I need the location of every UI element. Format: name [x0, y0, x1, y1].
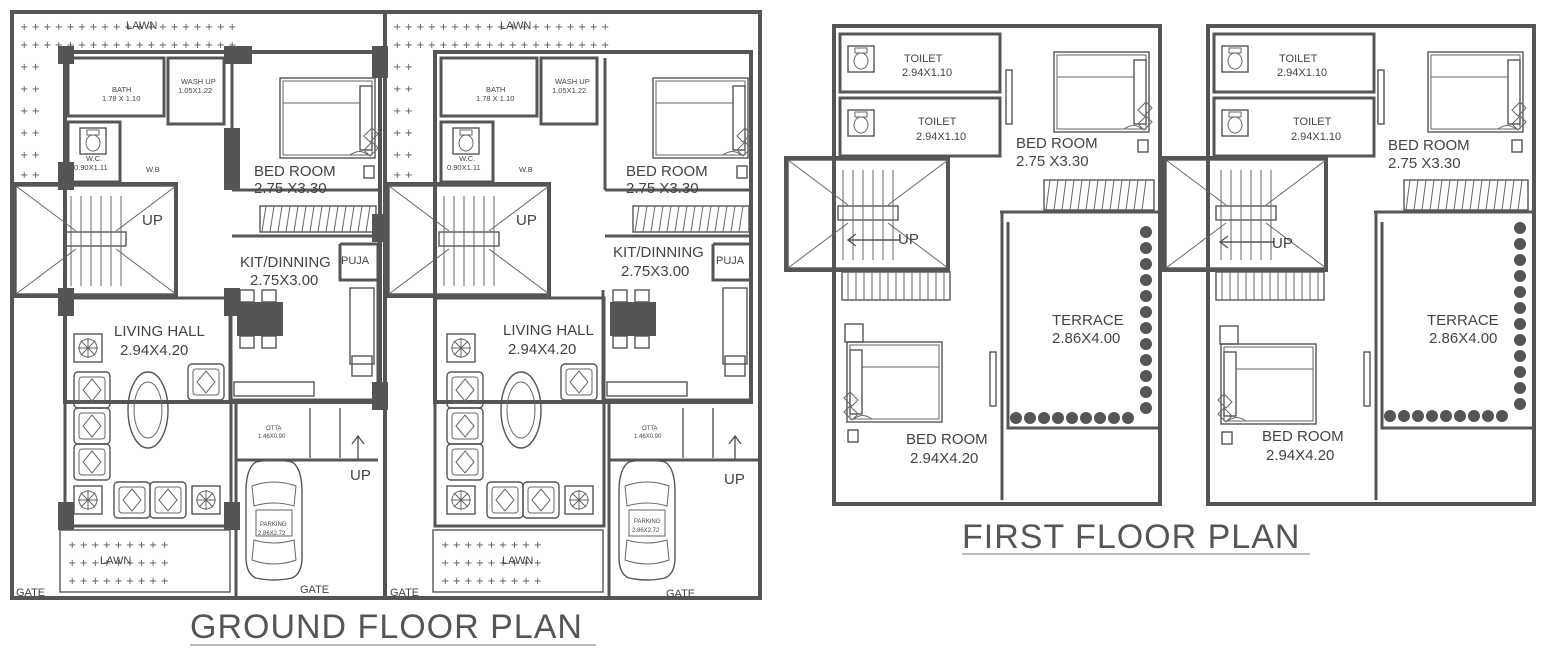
toilet-size-label-2b: 2.94X1.10 [1291, 131, 1341, 143]
toilet-size-label-b: 2.94X1.10 [916, 131, 966, 143]
stair-up-label: UP [142, 212, 163, 229]
toilet-label-2b: TOILET [1293, 116, 1332, 128]
ground-floor-left-unit: + + + + + + + + + + + + + + + + + + + + … [10, 10, 388, 600]
gate-parking-label: GATE [300, 584, 329, 596]
kit-dinning-label: KIT/DINNING [240, 254, 331, 271]
ff-bed-room-label-2: BED ROOM [1388, 137, 1470, 154]
svg-text:+ + + + + + + +: + + + + + + + + + [441, 558, 542, 569]
svg-text:+ + + + + + + +: + + + + + + + + + [441, 576, 542, 587]
parking-up-label: UP [350, 467, 371, 484]
svg-text:+ +: + + [20, 170, 40, 181]
bath-label: BATH [112, 85, 131, 94]
ff-bed-room-bottom-size-label: 2.94X4.20 [910, 450, 978, 467]
otta-size-label: 1.46X0.90 [258, 434, 286, 440]
ground-floor-right-unit: + + + + + + + + + + + + + + + + + + + + … [383, 10, 762, 600]
svg-text:+ + + + + + + +: + + + + + + + + + [68, 558, 169, 569]
lawn-bottom-label: LAWN [100, 555, 131, 567]
living-hall-label: LIVING HALL [114, 323, 205, 340]
toilet-size-label-2: 2.94X1.10 [1277, 67, 1327, 79]
first-floor-title: FIRST FLOOR PLAN [962, 518, 1300, 556]
bath-label-2: BATH [486, 85, 505, 94]
wash-up-label: WASH UP [181, 77, 216, 86]
parking-label-2: PARKING [634, 519, 661, 525]
wc-size-label: 0.90X1.11 [74, 163, 108, 172]
svg-text:+ +: + + [393, 128, 413, 139]
svg-text:+ +: + + [20, 62, 40, 73]
kit-size-label: 2.75X3.00 [250, 272, 318, 289]
svg-text:+ +: + + [20, 128, 40, 139]
svg-text:+ + + + + + + +: + + + + + + + + + [441, 540, 542, 551]
ground-floor-title: GROUND FLOOR PLAN [190, 608, 583, 646]
puja-label-2: PUJA [716, 255, 745, 267]
living-size-label-2: 2.94X4.20 [508, 341, 576, 358]
parking-size-label-2: 2.86X2.72 [632, 528, 660, 534]
otta-label-2: OTTA [642, 426, 658, 432]
bed-room-size-label-2: 2.75 X3.30 [626, 180, 699, 197]
terrace-label-2: TERRACE [1427, 312, 1499, 329]
toilet-label-2: TOILET [1279, 53, 1318, 65]
parking-up-label-2: UP [724, 471, 745, 488]
bath-size-label: 1.78 X 1.10 [102, 94, 140, 103]
toilet-label-b: TOILET [918, 116, 957, 128]
terrace-label: TERRACE [1052, 312, 1124, 329]
gate-label-2: GATE [390, 587, 419, 599]
parking-label: PARKING [260, 522, 287, 528]
parking-size-label: 2.86X2.72 [258, 531, 286, 537]
wb-label: W.B [146, 165, 160, 174]
bed-room-label-2: BED ROOM [626, 163, 708, 180]
wash-up-label-2: WASH UP [555, 77, 590, 86]
bath-size-label-2: 1.78 X 1.10 [476, 94, 514, 103]
svg-text:+ + + + + + + +: + + + + + + + + + [68, 540, 169, 551]
lawn-label: LAWN [126, 20, 157, 32]
ff-bed-room-label: BED ROOM [1016, 135, 1098, 152]
otta-label: OTTA [266, 426, 282, 432]
stair-up-label-2: UP [516, 212, 537, 229]
wc-label-2: W.C. [459, 154, 475, 163]
terrace-size-label-2: 2.86X4.00 [1429, 330, 1497, 347]
bed-room-size-label: 2.75 X3.30 [254, 180, 327, 197]
bed-room-label: BED ROOM [254, 163, 336, 180]
kit-size-label-2: 2.75X3.00 [621, 263, 689, 280]
svg-text:+ + + + + + + + + +: + + + + + + + + + + + + + + + + + + + [20, 22, 236, 33]
ff-up-label: UP [898, 231, 919, 248]
toilet-label: TOILET [904, 53, 943, 65]
lawn-label-2: LAWN [500, 20, 531, 32]
first-floor-left-unit [784, 24, 1162, 506]
ff-bed-room-bottom-size-label-2: 2.94X4.20 [1266, 447, 1334, 464]
wash-up-size-label: 1.05X1.22 [178, 86, 212, 95]
wash-up-size-label-2: 1.05X1.22 [552, 86, 586, 95]
otta-size-label-2: 1.46X0.90 [634, 434, 662, 440]
svg-text:+ +: + + [20, 106, 40, 117]
ff-bed-room-size-label: 2.75 X3.30 [1016, 153, 1089, 170]
svg-text:+ +: + + [393, 106, 413, 117]
living-size-label: 2.94X4.20 [120, 342, 188, 359]
svg-text:+ + + + + + + + + +: + + + + + + + + + + + + + + + + + + + [393, 40, 609, 51]
svg-text:+ +: + + [393, 150, 413, 161]
ff-bed-room-size-label-2: 2.75 X3.30 [1388, 155, 1461, 172]
toilet-size-label: 2.94X1.10 [902, 67, 952, 79]
svg-text:+ + + + + + + +: + + + + + + + + + [68, 576, 169, 587]
svg-text:+ + + + + + + + + +: + + + + + + + + + + + + + + + + + + + [393, 22, 609, 33]
gate-label: GATE [16, 587, 45, 599]
svg-text:+ +: + + [20, 84, 40, 95]
svg-text:+ + + + + + + + + +: + + + + + + + + + + + + + + + + + + + [20, 40, 236, 51]
ff-bed-room-bottom-label: BED ROOM [906, 431, 988, 448]
wc-label: W.C. [86, 154, 102, 163]
ff-bed-room-bottom-label-2: BED ROOM [1262, 428, 1344, 445]
svg-text:+ +: + + [393, 84, 413, 95]
puja-label: PUJA [341, 255, 370, 267]
living-hall-label-2: LIVING HALL [503, 322, 594, 339]
terrace-size-label: 2.86X4.00 [1052, 330, 1120, 347]
ff-up-label-2: UP [1272, 235, 1293, 252]
wc-size-label-2: 0.90X1.11 [447, 163, 481, 172]
first-floor-right-unit [1162, 24, 1536, 506]
svg-text:+ +: + + [393, 170, 413, 181]
lawn-bottom-label-2: LAWN [502, 555, 533, 567]
svg-text:+ +: + + [393, 62, 413, 73]
wb-label-2: W.B [519, 165, 533, 174]
svg-text:+ +: + + [20, 150, 40, 161]
kit-dinning-label-2: KIT/DINNING [613, 244, 704, 261]
gate-parking-label-2: GATE [666, 588, 695, 600]
